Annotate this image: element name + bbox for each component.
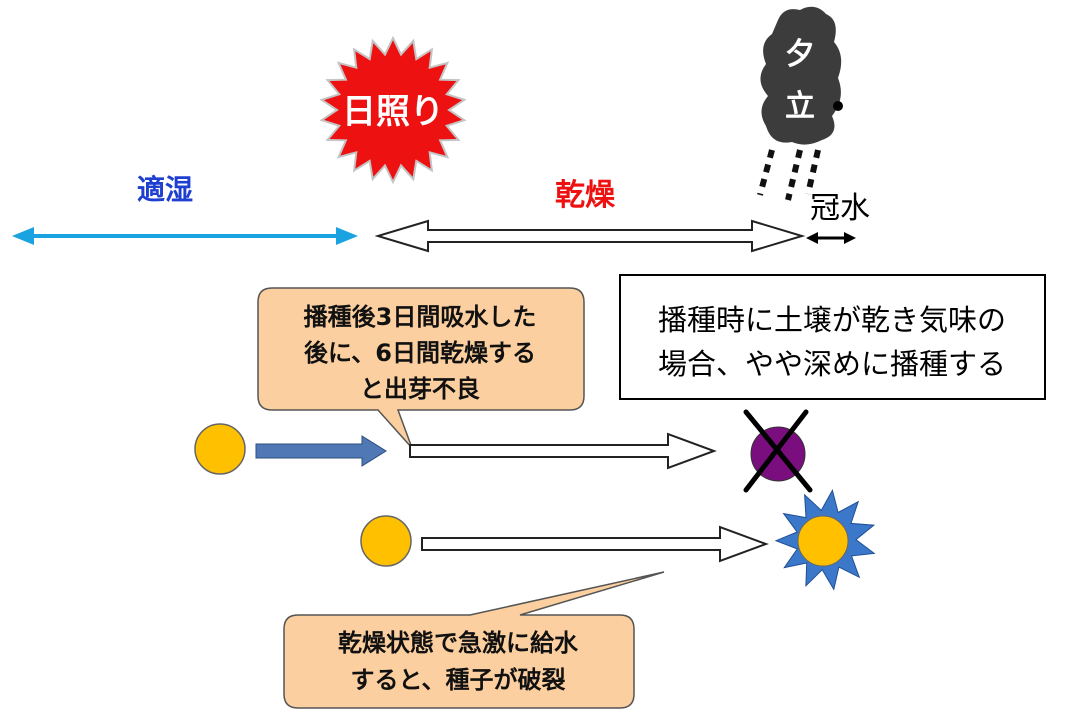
callout-top-line-3: と出芽不良	[360, 375, 480, 403]
rain-dash	[805, 149, 821, 195]
seed-icon	[194, 423, 246, 475]
evening-shower-label-2: 立	[785, 89, 815, 124]
callout-top-shape	[257, 287, 585, 449]
callout-top-line-1: 播種後3日間吸水した	[304, 303, 537, 331]
germination-callout: 播種後3日間吸水した 後に、6日間乾燥する と出芽不良	[257, 287, 585, 449]
note-line-2: 場合、やや深めに播種する	[658, 347, 1006, 381]
dry-label: 乾燥	[555, 178, 616, 213]
cloud-shape	[760, 6, 842, 145]
moist-range-arrow	[12, 227, 358, 245]
sun-burst-icon: 日照り	[319, 35, 467, 185]
callout-bottom-line-1: 乾燥状態で急激に給水	[338, 629, 579, 657]
bursting-callout: 乾燥状態で急激に給水 すると、種子が破裂	[283, 571, 665, 709]
rain-dash	[757, 149, 775, 196]
bursting-seed-icon	[797, 515, 849, 567]
callout-top-line-2: 後に、6日間乾燥する	[304, 339, 536, 367]
cross-stroke	[743, 409, 809, 493]
note-line-1: 播種時に土壌が乾き気味の	[658, 303, 1006, 337]
moist-label: 適湿	[137, 173, 193, 206]
rain-dashes	[757, 149, 821, 201]
rain-dash	[785, 149, 803, 201]
flooding-range-arrow	[806, 232, 856, 244]
cloud-dot	[833, 101, 843, 111]
drying-period-arrow	[409, 432, 717, 470]
water-uptake-arrow	[255, 435, 387, 467]
cloud-icon: 夕 立	[757, 6, 843, 201]
note-box	[619, 274, 1046, 400]
callout-bottom-line-2: すると、種子が破裂	[350, 666, 565, 694]
evening-shower-label-1: 夕	[785, 37, 815, 72]
dry-range-arrow	[374, 219, 806, 253]
sudden-watering-arrow	[421, 525, 769, 563]
sun-burst-shape	[319, 35, 467, 185]
cross-icon	[743, 409, 813, 493]
flooding-label: 冠水	[810, 191, 870, 226]
sowing-depth-note: 播種時に土壌が乾き気味の 場合、やや深めに播種する	[619, 274, 1046, 400]
callout-bottom-shape	[283, 571, 665, 709]
sunshine-label: 日照り	[342, 92, 444, 132]
seed-icon	[360, 515, 412, 567]
